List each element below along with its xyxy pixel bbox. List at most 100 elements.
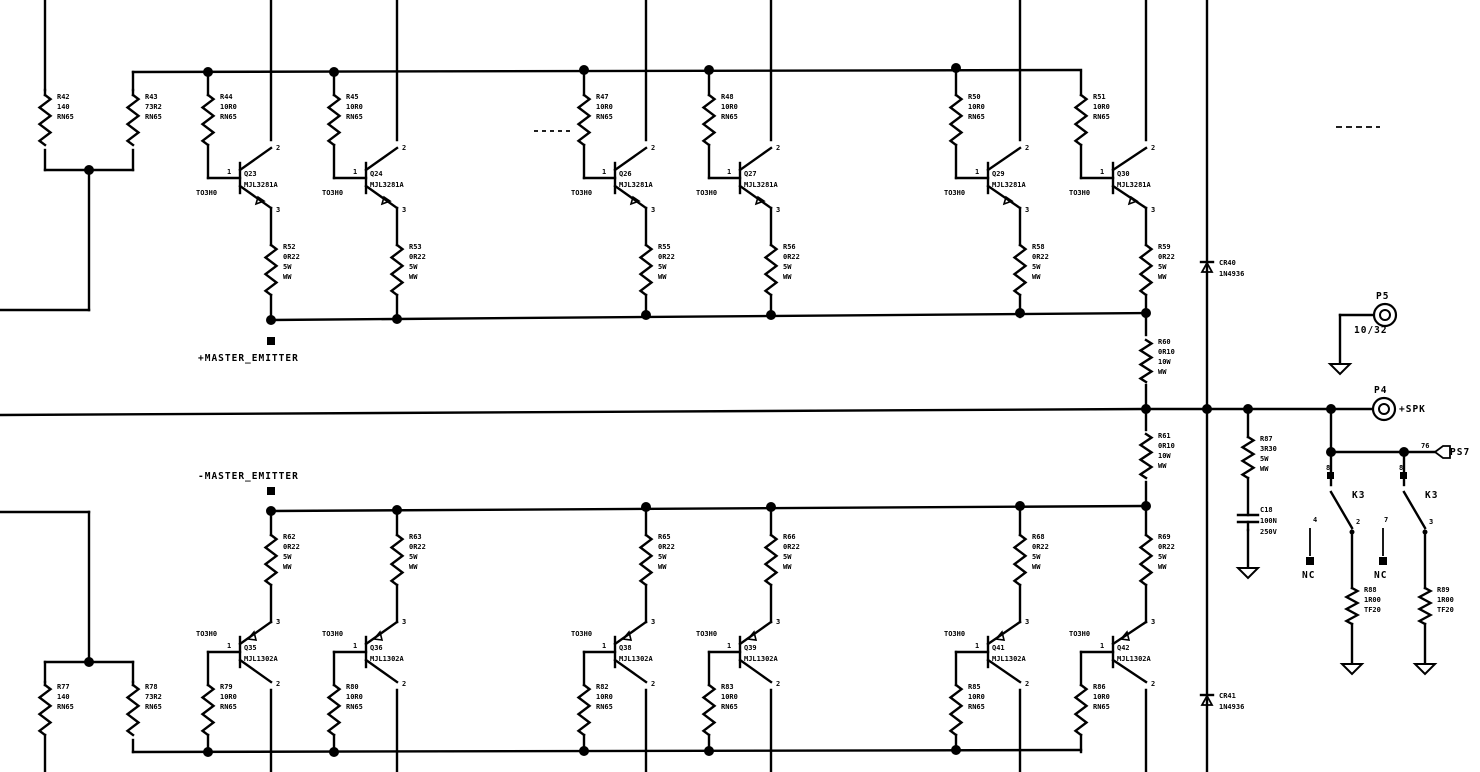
transistor-ref: Q27: [744, 170, 757, 178]
resistor-ref: R55: [658, 243, 671, 251]
resistor-ref: R61: [1158, 432, 1171, 440]
connector-p4: P4 +SPK: [1371, 385, 1425, 422]
emitter-pin-number: 3: [276, 618, 280, 626]
junction-dot: [704, 746, 714, 756]
transistor-package: TO3H0: [196, 630, 217, 638]
base-pin-number: 1: [1100, 168, 1104, 176]
junction-dot: [641, 310, 651, 320]
resistor-ref: R89: [1437, 586, 1450, 594]
transistor-ref: Q41: [992, 644, 1005, 652]
resistor-ref: R79: [220, 683, 233, 691]
resistor-value: 1R00: [1364, 596, 1381, 604]
resistor-rating: RN65: [57, 703, 74, 711]
resistor-rating: 5W: [283, 263, 292, 271]
resistor-value: 0R22: [658, 543, 675, 551]
master-emitter-pos-label: +MASTER_EMITTER: [198, 353, 299, 364]
junction-dot: [641, 502, 651, 512]
junction-dot: [1243, 404, 1253, 414]
transistor-ref: Q35: [244, 644, 257, 652]
junction-dot: [1326, 404, 1336, 414]
junction-dot: [266, 506, 276, 516]
transistor-part: MJL1302A: [370, 655, 405, 663]
resistor-rating: 5W: [783, 263, 792, 271]
collector-pin-number: 2: [776, 680, 780, 688]
junction-dot: [766, 310, 776, 320]
resistor-ref: R44: [220, 93, 233, 101]
resistor-type: WW: [1158, 273, 1167, 281]
emitter-pin-number: 3: [402, 618, 406, 626]
collector-pin-number: 2: [276, 680, 280, 688]
k3a-com-pin: 2: [1356, 518, 1360, 526]
resistor-rating: 5W: [409, 553, 418, 561]
emitter-pin-number: 3: [1151, 206, 1155, 214]
transistor-ref: Q23: [244, 170, 257, 178]
resistor-ref: R60: [1158, 338, 1171, 346]
junction-dot: [392, 505, 402, 515]
junction-dot: [1141, 308, 1151, 318]
resistor-type: WW: [783, 273, 792, 281]
emitter-pin-number: 3: [1025, 618, 1029, 626]
resistor-ref: R53: [409, 243, 422, 251]
resistor-value: 0R22: [1032, 253, 1049, 261]
resistor-ref: R83: [721, 683, 734, 691]
resistor-value: 73R2: [145, 693, 162, 701]
resistor-value: 10R0: [596, 693, 613, 701]
diode-part: 1N4936: [1219, 703, 1244, 711]
connector-p5: P5 10/32: [1354, 291, 1398, 336]
base-pin-number: 1: [353, 642, 357, 650]
resistor-value: 0R22: [409, 253, 426, 261]
resistor-ref: R42: [57, 93, 70, 101]
relay-k3-b: 8 K3 7 3 NC: [1374, 464, 1437, 581]
collector-pin-number: 2: [1025, 680, 1029, 688]
k3a-ref: K3: [1352, 490, 1365, 501]
transistor-part: MJL3281A: [1117, 181, 1152, 189]
transistor-package: TO3H0: [696, 189, 717, 197]
junction-dot: [579, 65, 589, 75]
resistor-value: 0R22: [283, 253, 300, 261]
resistor-type: WW: [1158, 462, 1167, 470]
resistor-type: WW: [409, 563, 418, 571]
resistor-rating: RN65: [968, 113, 985, 121]
transistor-part: MJL1302A: [992, 655, 1027, 663]
ground-symbol-r88: [1339, 663, 1365, 676]
resistor-rating: RN65: [220, 703, 237, 711]
resistor-value: 10R0: [596, 103, 613, 111]
c18-value2: 250V: [1260, 528, 1278, 536]
junction-dot: [1015, 308, 1025, 318]
resistor-ref: R51: [1093, 93, 1106, 101]
resistor-rating: RN65: [1093, 703, 1110, 711]
resistor-ref: R66: [783, 533, 796, 541]
resistor-value: 0R10: [1158, 348, 1175, 356]
base-pin-number: 1: [353, 168, 357, 176]
emitter-pin-number: 3: [1025, 206, 1029, 214]
junction-dot: [84, 165, 94, 175]
master-emitter-neg-pin: [267, 487, 275, 495]
resistor-value: 10R0: [721, 103, 738, 111]
emitter-pin-number: 3: [651, 618, 655, 626]
net-labels: +MASTER_EMITTER -MASTER_EMITTER P5 10/32…: [198, 291, 1469, 581]
collector-pin-number: 2: [1151, 680, 1155, 688]
resistor-ref: R80: [346, 683, 359, 691]
transistor-ref: Q30: [1117, 170, 1130, 178]
resistor-rating: 10W: [1158, 452, 1171, 460]
resistor-rating: 5W: [658, 553, 667, 561]
resistor-value: 140: [57, 103, 70, 111]
resistor-rating: 10W: [1158, 358, 1171, 366]
